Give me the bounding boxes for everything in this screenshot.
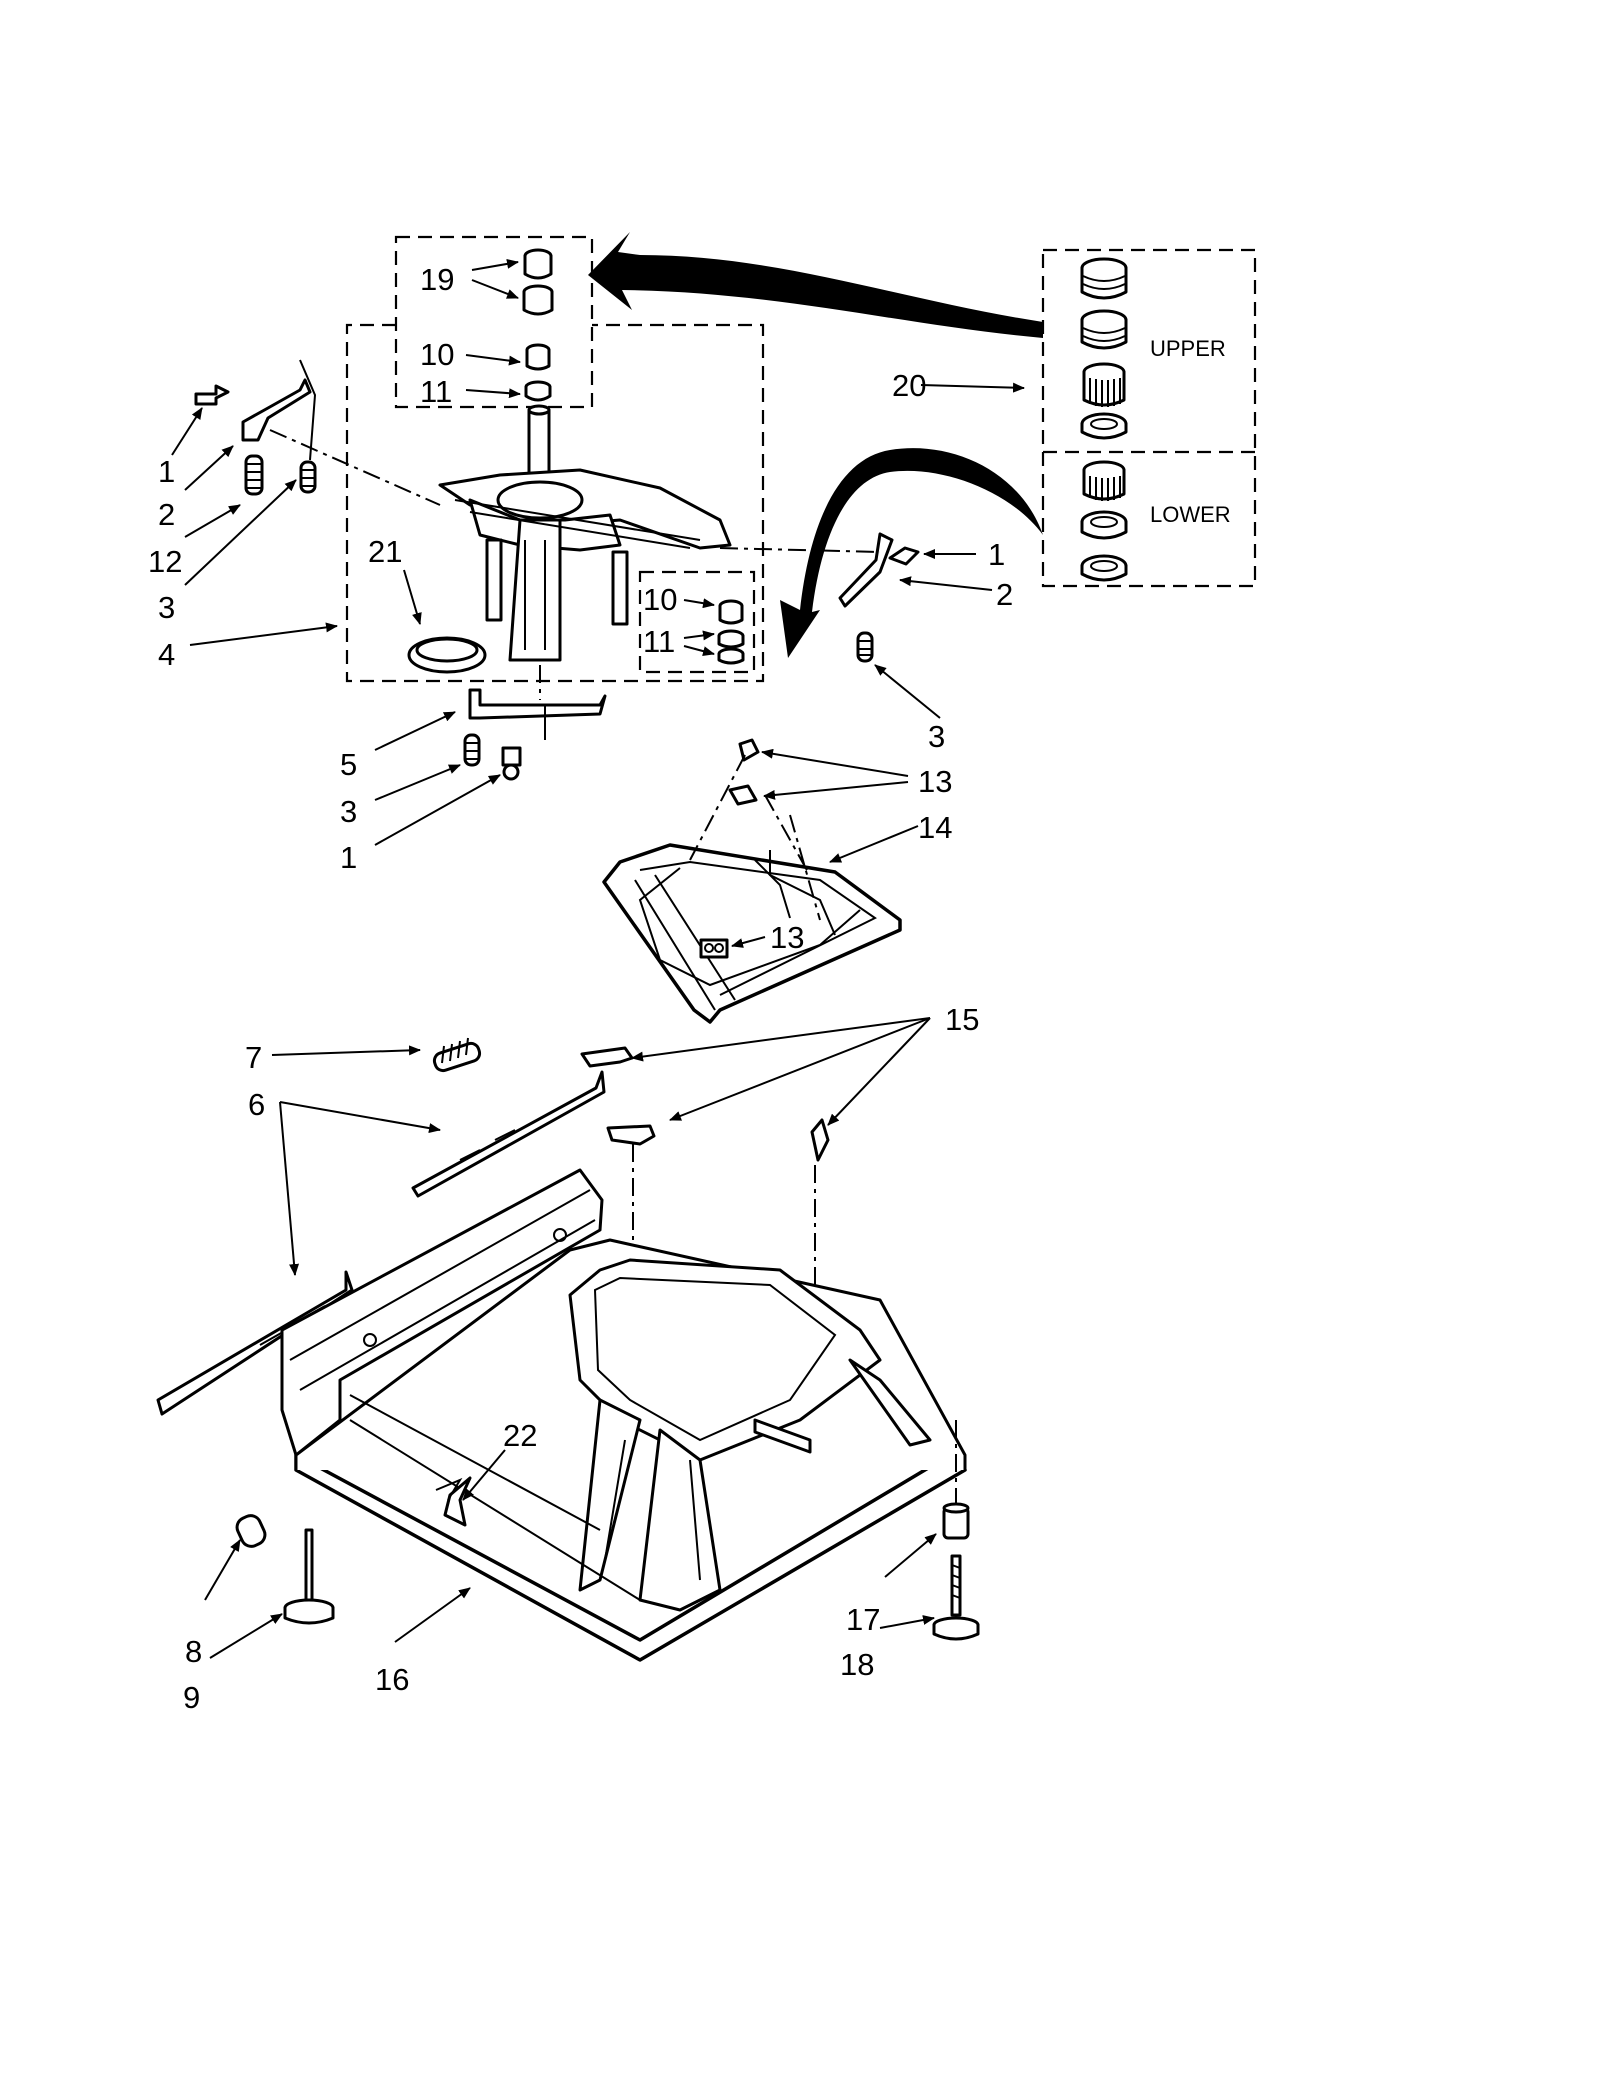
callout-22: 22 (503, 1418, 537, 1453)
callout-11: 11 (420, 374, 452, 409)
bottom-bracket-parts (463, 665, 607, 781)
callout-1: 1 (158, 454, 175, 489)
callout-5: 5 (340, 747, 357, 782)
callout-7: 7 (245, 1040, 262, 1075)
callout-6: 6 (248, 1087, 265, 1122)
lower-bearings (717, 599, 745, 665)
callout-2-right: 2 (996, 577, 1013, 612)
lower-bearing-box (638, 570, 756, 674)
callout-13: 13 (918, 764, 952, 799)
callout-20: 20 (892, 368, 926, 403)
callout-10-lower: 10 (643, 582, 677, 617)
kit-lower-label: LOWER (1150, 502, 1231, 527)
kit-lower-parts (1080, 460, 1128, 582)
callout-3: 3 (158, 590, 175, 625)
callout-4: 4 (158, 637, 175, 672)
feet-parts (235, 1420, 980, 1641)
callout-17: 17 (846, 1602, 880, 1637)
callout-13-frame: 13 (770, 920, 804, 955)
bearing-kit-box (394, 235, 594, 409)
kit-upper-label: UPPER (1150, 336, 1226, 361)
right-bracket-parts (719, 532, 920, 663)
callout-8: 8 (185, 1634, 202, 1669)
callout-19: 19 (420, 262, 454, 297)
callout-11-lower: 11 (643, 624, 675, 659)
suspension-assembly (438, 404, 732, 662)
kit-upper-parts (1080, 257, 1128, 440)
lower-kit-arrow (780, 448, 1043, 658)
top-frame (602, 738, 902, 1024)
kit-box (1041, 248, 1257, 588)
snubber-ring (407, 636, 487, 674)
callout-16: 16 (375, 1662, 409, 1697)
callout-15: 15 (945, 1002, 979, 1037)
callout-9: 9 (183, 1680, 200, 1715)
callout-12: 12 (148, 544, 182, 579)
callout-18: 18 (840, 1647, 874, 1682)
callout-3-bottom: 3 (340, 794, 357, 829)
leader-lines (171, 258, 1025, 1659)
callout-1-bottom: 1 (340, 840, 357, 875)
callout-21: 21 (368, 534, 402, 569)
base-frame (280, 1168, 967, 1662)
callout-14: 14 (918, 810, 952, 845)
callout-3-right: 3 (928, 719, 945, 754)
callout-2: 2 (158, 497, 175, 532)
upper-kit-arrow (588, 232, 1043, 338)
callout-1-right: 1 (988, 537, 1005, 572)
callout-10: 10 (420, 337, 454, 372)
left-bracket-parts (194, 359, 441, 506)
upper-bearings (522, 248, 554, 402)
